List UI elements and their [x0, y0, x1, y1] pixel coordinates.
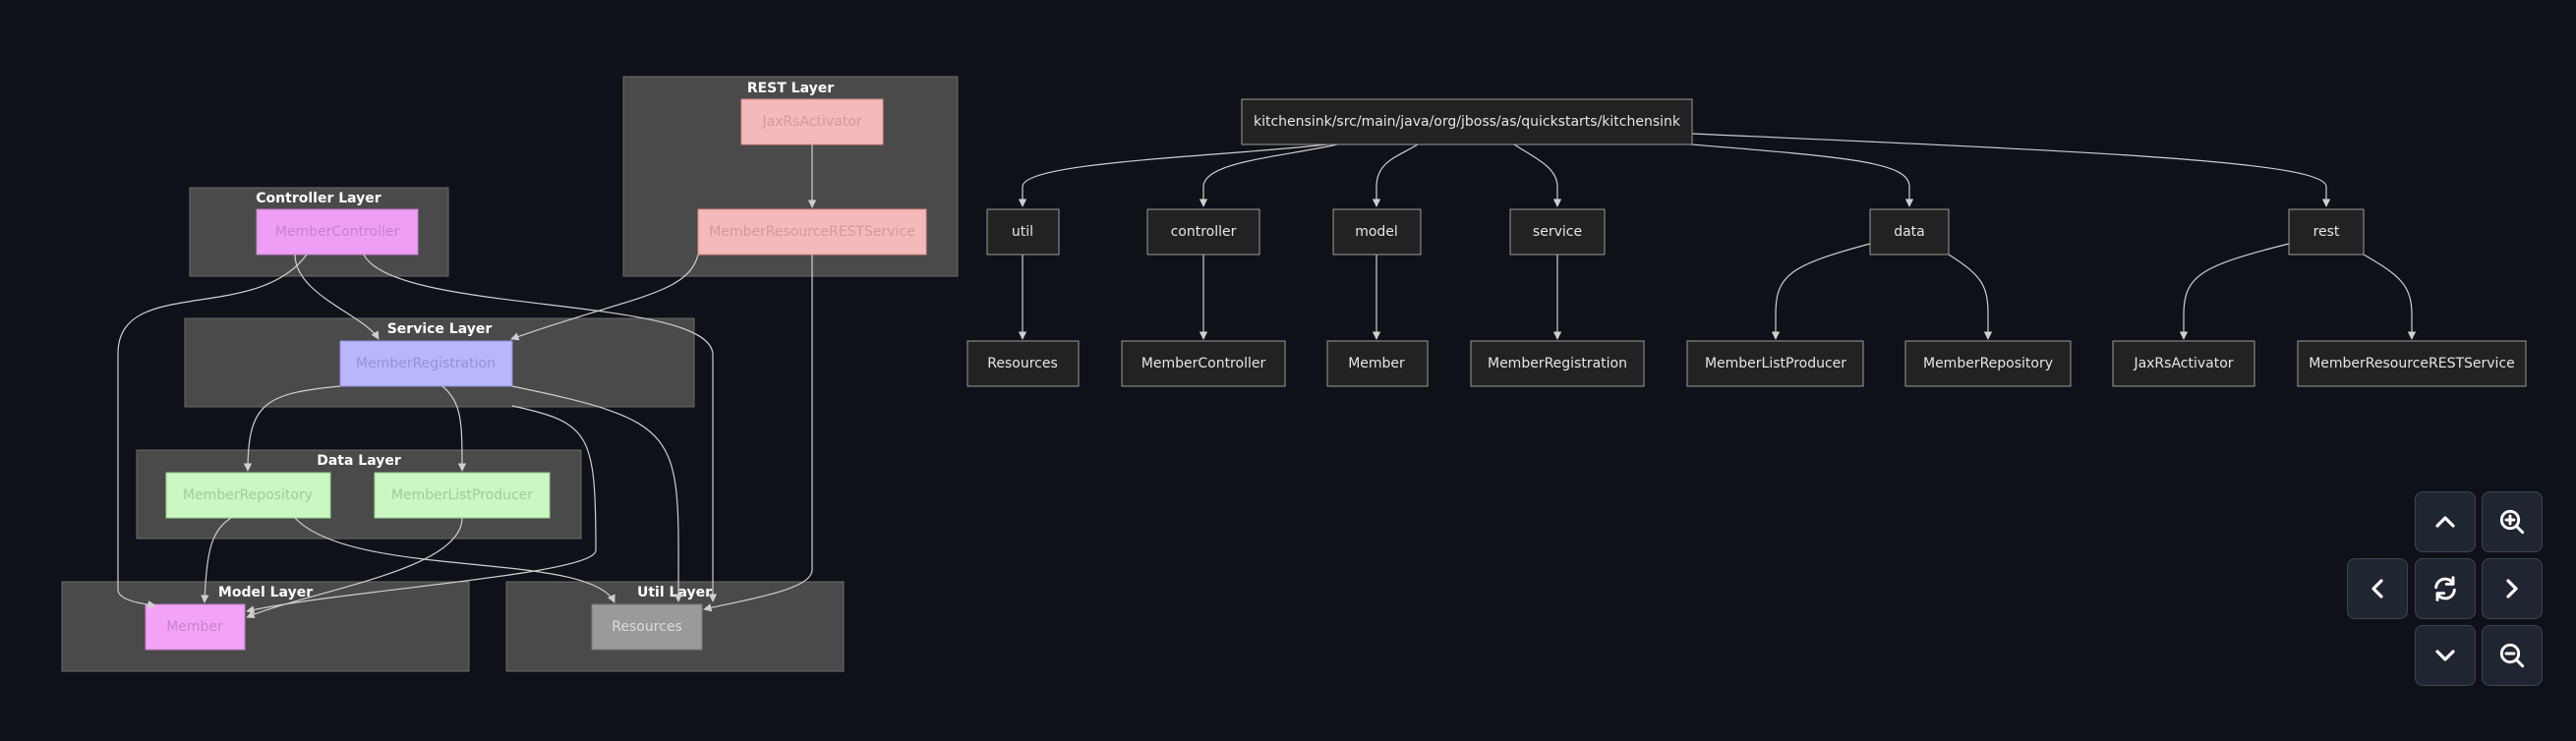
tree-package-controller-label: controller: [1171, 224, 1237, 240]
node-jaxrs-activator-label: JaxRsActivator: [761, 114, 861, 130]
tree-package-model[interactable]: model: [1332, 208, 1422, 256]
reset-icon: [2434, 576, 2456, 601]
tree-edge-controller: [1199, 143, 1338, 207]
chevron-left-icon: [2371, 579, 2383, 598]
tree-package-util[interactable]: util: [986, 208, 1060, 256]
tree-package-rest[interactable]: rest: [2288, 208, 2365, 256]
tree-class-jaxrs-activator[interactable]: JaxRsActivator: [2112, 340, 2255, 387]
tree-edge-rest: [1690, 133, 2331, 207]
edge-controller-to-registration: [294, 254, 380, 340]
edge-rest-service-to-registration: [510, 254, 699, 341]
tree-edges: [1018, 133, 2417, 340]
tree-edge-util: [1018, 143, 1328, 207]
node-member-resource-rest-service[interactable]: MemberResourceRESTService: [697, 208, 927, 256]
tree-nodes: kitchensink/src/main/java/org/jboss/as/q…: [966, 98, 2527, 387]
pan-down-button[interactable]: [2415, 625, 2476, 686]
tree-class-member-list-producer[interactable]: MemberListProducer: [1686, 340, 1864, 387]
node-member[interactable]: Member: [145, 603, 246, 651]
pan-right-button[interactable]: [2482, 558, 2543, 619]
tree-package-data-label: data: [1894, 224, 1925, 240]
tree-class-member-repository-label: MemberRepository: [1923, 356, 2053, 371]
node-member-controller[interactable]: MemberController: [256, 208, 419, 256]
tree-class-member-repository[interactable]: MemberRepository: [1904, 340, 2072, 387]
tree-class-member-resource-rest-service-label: MemberResourceRESTService: [2309, 356, 2515, 371]
reset-view-button[interactable]: [2415, 558, 2476, 619]
tree-edge-member-repository: [1948, 254, 1993, 340]
layer-util-title: Util Layer: [637, 585, 712, 600]
tree-class-member-label: Member: [1348, 356, 1405, 371]
tree-package-rest-label: rest: [2313, 224, 2340, 240]
tree-package-controller[interactable]: controller: [1146, 208, 1260, 256]
chevron-right-icon: [2506, 579, 2518, 598]
node-member-repository[interactable]: MemberRepository: [165, 472, 331, 519]
layer-model-title: Model Layer: [218, 585, 313, 600]
node-member-registration[interactable]: MemberRegistration: [339, 340, 513, 387]
tree-edge-service: [1513, 143, 1562, 207]
layer-rest-title: REST Layer: [747, 81, 834, 96]
node-member-resource-rest-service-label: MemberResourceRESTService: [709, 224, 915, 240]
chevron-down-icon: [2435, 650, 2455, 661]
node-resources[interactable]: Resources: [591, 603, 703, 651]
tree-package-service-label: service: [1533, 224, 1582, 240]
layer-edges: [117, 144, 817, 619]
tree-class-member-controller[interactable]: MemberController: [1121, 340, 1286, 387]
pan-up-button[interactable]: [2415, 491, 2476, 552]
edge-rest-service-to-resources: [703, 255, 813, 612]
node-jaxrs-activator[interactable]: JaxRsActivator: [740, 98, 884, 145]
zoom-out-icon: [2499, 643, 2525, 668]
edge-controller-to-resources: [363, 254, 718, 602]
node-member-controller-label: MemberController: [275, 224, 400, 240]
layer-model: Model Layer: [61, 581, 470, 672]
tree-edge-data: [1690, 143, 1914, 207]
zoom-in-icon: [2499, 509, 2525, 535]
tree-class-member-resource-rest-service[interactable]: MemberResourceRESTService: [2297, 340, 2527, 387]
node-member-repository-label: MemberRepository: [183, 487, 313, 503]
edge-controller-to-member: [117, 254, 308, 609]
tree-root[interactable]: kitchensink/src/main/java/org/jboss/as/q…: [1241, 98, 1693, 145]
node-resources-label: Resources: [612, 619, 682, 635]
edge-registration-to-member: [246, 405, 597, 614]
tree-edge-jaxrs-activator: [2179, 243, 2290, 340]
layer-controller-title: Controller Layer: [256, 191, 381, 206]
node-member-registration-label: MemberRegistration: [356, 356, 496, 371]
tree-class-member-controller-label: MemberController: [1142, 356, 1266, 371]
tree-class-jaxrs-activator-label: JaxRsActivator: [2133, 356, 2233, 371]
tree-edge-member-resource-rest-service: [2363, 254, 2417, 340]
layer-service-title: Service Layer: [387, 321, 493, 337]
edge-registration-to-resources: [511, 385, 683, 602]
edge-registration-to-repository: [243, 385, 341, 472]
tree-package-util-label: util: [1012, 224, 1033, 240]
tree-package-model-label: model: [1355, 224, 1398, 240]
tree-root-label: kitchensink/src/main/java/org/jboss/as/q…: [1254, 114, 1681, 130]
tree-class-member-list-producer-label: MemberListProducer: [1705, 356, 1846, 371]
edge-repository-to-member: [201, 517, 232, 603]
layer-data-title: Data Layer: [317, 453, 401, 469]
zoom-in-button[interactable]: [2482, 491, 2543, 552]
tree-class-member-registration-label: MemberRegistration: [1488, 356, 1627, 371]
node-member-label: Member: [166, 619, 223, 635]
tree-class-member[interactable]: Member: [1326, 340, 1429, 387]
edge-list-producer-to-member: [246, 517, 463, 619]
zoom-out-button[interactable]: [2482, 625, 2543, 686]
node-member-list-producer[interactable]: MemberListProducer: [374, 472, 551, 519]
edge-registration-to-list-producer: [441, 385, 467, 472]
tree-edge-model: [1372, 143, 1419, 207]
tree-edge-member-list-producer: [1771, 243, 1871, 340]
tree-class-resources[interactable]: Resources: [966, 340, 1080, 387]
pan-left-button[interactable]: [2347, 558, 2408, 619]
tree-package-data[interactable]: data: [1869, 208, 1950, 256]
node-member-list-producer-label: MemberListProducer: [391, 487, 533, 503]
tree-class-member-registration[interactable]: MemberRegistration: [1470, 340, 1645, 387]
edge-repository-to-resources: [294, 517, 615, 603]
tree-class-resources-label: Resources: [987, 356, 1058, 371]
tree-package-service[interactable]: service: [1509, 208, 1606, 256]
chevron-up-icon: [2435, 516, 2455, 528]
